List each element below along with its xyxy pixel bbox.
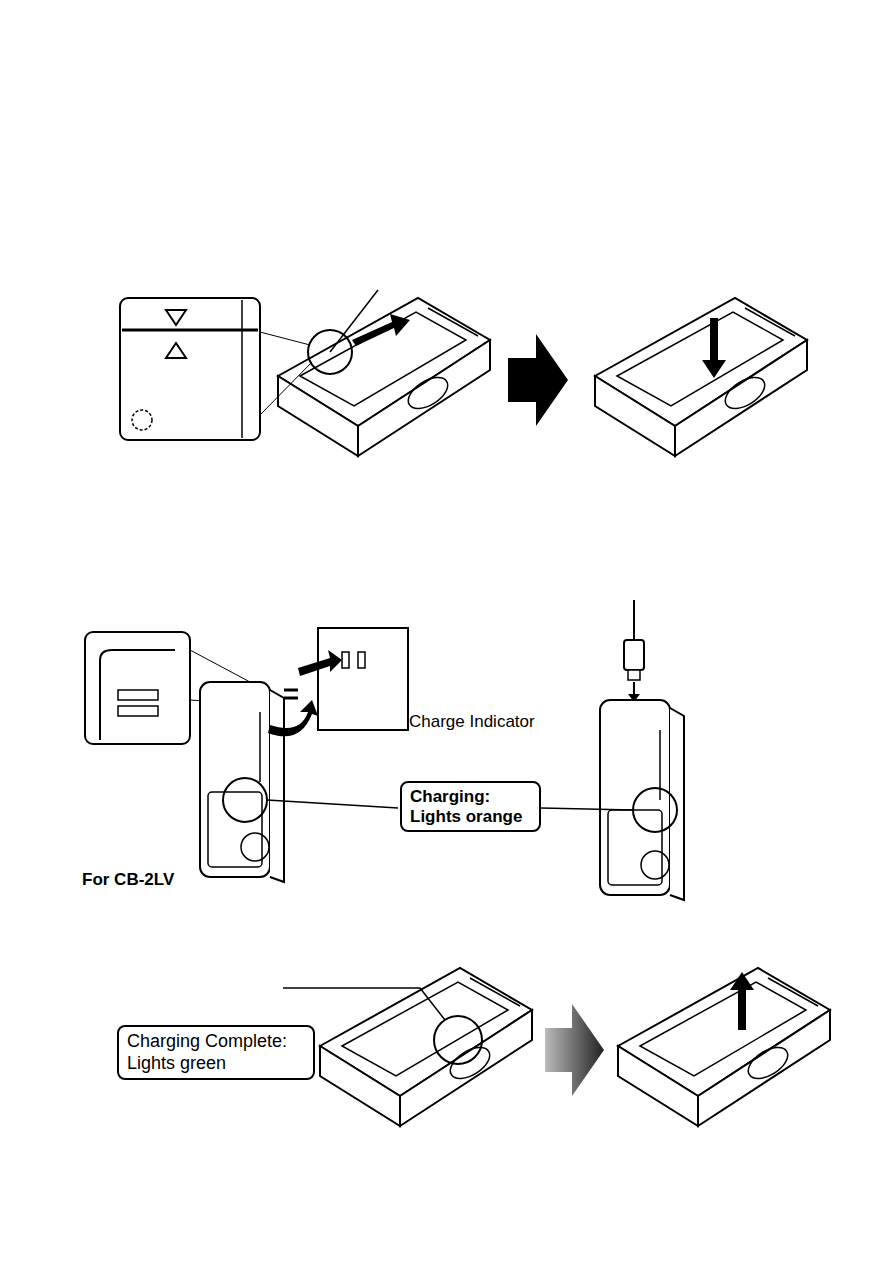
- plug-inset: [85, 632, 190, 744]
- part-label: For CB-2LV: [82, 870, 174, 890]
- callout-text: Charging: Lights orange: [410, 787, 531, 826]
- next-arrow: [545, 1004, 604, 1096]
- callout-box: Charging Complete: Lights green: [117, 1025, 315, 1080]
- next-arrow: [508, 334, 568, 426]
- wall-outlet: [318, 628, 408, 730]
- callout-text: Charging Complete: Lights green: [127, 1031, 305, 1074]
- part-label: Charge Indicator: [409, 712, 535, 732]
- callout-box: Charging: Lights orange: [400, 781, 541, 832]
- battery-inset: [120, 298, 260, 440]
